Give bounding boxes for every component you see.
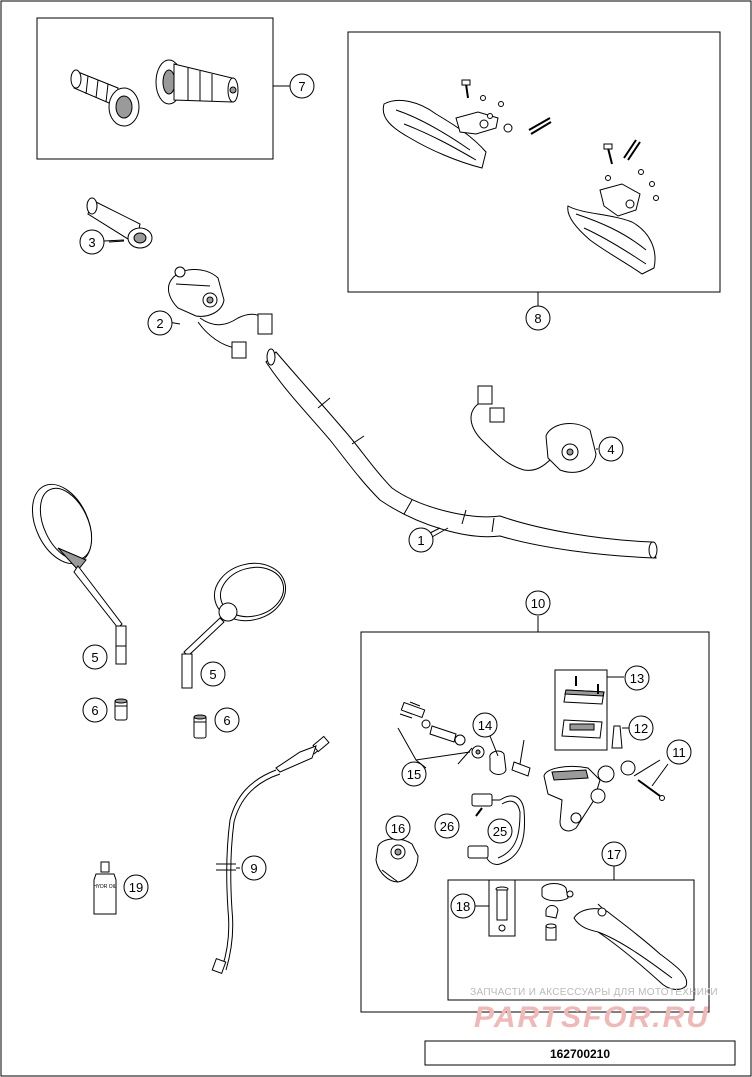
right-switch (470, 385, 598, 473)
svg-text:17: 17 (607, 847, 621, 862)
drawing-number: 162700210 (550, 1047, 610, 1061)
watermark: ЗАПЧАСТИ И АКСЕССУАРЫ ДЛЯ МОТОТЕХНИКИ PA… (470, 987, 718, 1034)
svg-text:4: 4 (607, 442, 614, 457)
handguards-box (347, 31, 721, 293)
svg-text:13: 13 (630, 671, 644, 686)
svg-text:7: 7 (298, 79, 305, 94)
pivot-bolt-box (488, 879, 516, 937)
clutch-assembly-group (360, 616, 710, 1013)
right-grip (155, 59, 239, 105)
left-grip (70, 69, 140, 127)
svg-text:6: 6 (91, 703, 98, 718)
callout-12: 12 (628, 715, 654, 741)
callout-11: 11 (666, 739, 692, 765)
callout-3: 3 (79, 229, 105, 255)
svg-text:8: 8 (534, 311, 541, 326)
callout-17: 17 (601, 841, 627, 867)
callout-1: 1 (408, 527, 434, 553)
hydraulic-oil-bottle: HYDR OIL (93, 861, 117, 915)
callout-25: 25 (487, 818, 513, 844)
callout-16: 16 (385, 815, 411, 841)
svg-text:11: 11 (672, 745, 686, 760)
svg-text:12: 12 (634, 721, 648, 736)
reservoir-cover-box (554, 669, 608, 751)
handguards-group (347, 31, 721, 306)
mirror-right (181, 562, 287, 689)
svg-text:19: 19 (129, 880, 143, 895)
callout-2: 2 (147, 310, 173, 336)
clutch-assembly-box (360, 631, 710, 1013)
drawing-number-box: 162700210 (424, 1040, 736, 1066)
grips-group (36, 17, 290, 160)
mirror-adapter-right (193, 714, 207, 739)
callout-26: 26 (434, 813, 460, 839)
grips-box (36, 17, 274, 160)
leader-lines (108, 240, 661, 777)
svg-text:26: 26 (440, 819, 454, 834)
svg-text:25: 25 (493, 824, 507, 839)
clutch-cable (211, 735, 330, 974)
svg-text:10: 10 (531, 596, 545, 611)
svg-text:9: 9 (250, 861, 257, 876)
throttle-grip (86, 197, 153, 249)
svg-text:5: 5 (91, 650, 98, 665)
clutch-lever-group (447, 864, 695, 1001)
bottle-label: HYDR OIL (93, 884, 117, 890)
mirror-left (31, 483, 127, 665)
svg-text:5: 5 (209, 667, 216, 682)
callout-14: 14 (472, 712, 498, 738)
mirror-adapter-left (114, 698, 128, 721)
callout-10: 10 (525, 590, 551, 616)
callout-15: 15 (401, 761, 427, 787)
handguard-right (567, 205, 656, 275)
left-switch (167, 266, 273, 359)
watermark-caption: ЗАПЧАСТИ И АКСЕССУАРЫ ДЛЯ МОТОТЕХНИКИ (470, 987, 718, 998)
svg-text:15: 15 (407, 767, 421, 782)
callout-7: 7 (289, 73, 315, 99)
callout-19: 19 (123, 874, 149, 900)
watermark-brand: PARTSFOR.RU (474, 1001, 710, 1034)
callout-4: 4 (598, 436, 624, 462)
callouts: 7 8 3 2 4 1 5 5 6 6 10 13 12 14 11 15 26… (79, 73, 692, 919)
callout-6-left: 6 (82, 697, 108, 723)
svg-text:3: 3 (88, 235, 95, 250)
callout-5-left: 5 (82, 644, 108, 670)
svg-text:6: 6 (223, 713, 230, 728)
callout-13: 13 (624, 665, 650, 691)
clutch-lever-box (447, 879, 695, 1001)
handlebar (265, 348, 658, 559)
callout-5-right: 5 (200, 661, 226, 687)
callout-9: 9 (241, 855, 267, 881)
callout-18: 18 (450, 893, 476, 919)
svg-text:2: 2 (156, 316, 163, 331)
svg-text:14: 14 (478, 718, 492, 733)
svg-text:1: 1 (417, 533, 424, 548)
svg-text:18: 18 (456, 899, 470, 914)
callout-8: 8 (525, 305, 551, 331)
svg-text:16: 16 (391, 821, 405, 836)
callout-6-right: 6 (214, 707, 240, 733)
